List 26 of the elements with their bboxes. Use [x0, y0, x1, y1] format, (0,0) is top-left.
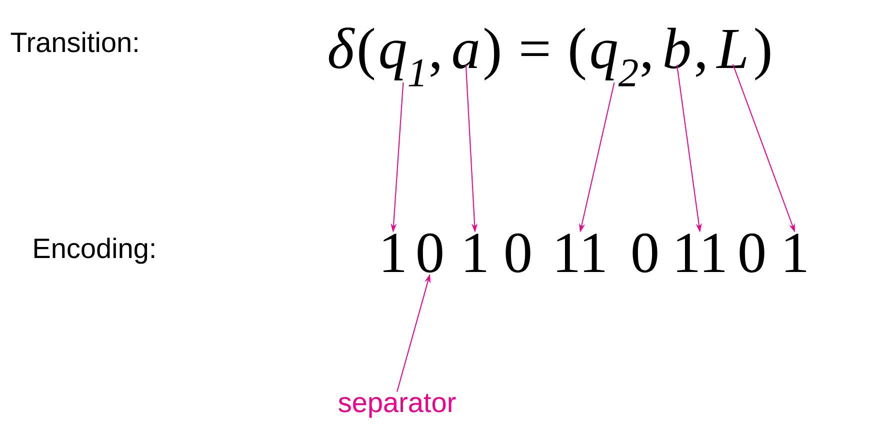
formula-symbol: ,	[696, 62, 705, 77]
formula-symbol: q$_{2}$	[591, 40, 638, 86]
encoding-digit: 1	[466, 234, 486, 272]
formula-symbol: )	[755, 28, 770, 80]
formula-symbol: (	[359, 28, 374, 80]
formula-symbol: δ	[328, 27, 355, 69]
encoding-digit: 11	[557, 234, 604, 272]
encoding-digit: 1	[384, 234, 404, 272]
row-label: Transition:	[10, 32, 138, 52]
formula-symbol: ,	[430, 62, 440, 77]
encoding-digit: 1	[786, 234, 806, 272]
formula-symbol: =	[521, 42, 548, 56]
formula-symbol: (	[570, 28, 586, 80]
separator-label: separator	[338, 394, 456, 418]
formula-symbol: b	[664, 28, 690, 69]
encoding-digit: 0	[740, 233, 764, 273]
encoding-digit: 0	[418, 233, 442, 273]
formula-symbol: a	[453, 40, 478, 69]
row-label: Encoding:	[34, 238, 154, 264]
formula-symbol: q$_{1}$	[380, 40, 424, 86]
formula-symbol: ,	[642, 62, 650, 77]
encoding-digit: 0	[506, 233, 530, 273]
formula-symbol: L	[716, 30, 746, 68]
formula-symbol: )	[484, 28, 500, 80]
encoding-digit: 0	[632, 233, 658, 273]
encoding-digit: 11	[677, 234, 724, 272]
